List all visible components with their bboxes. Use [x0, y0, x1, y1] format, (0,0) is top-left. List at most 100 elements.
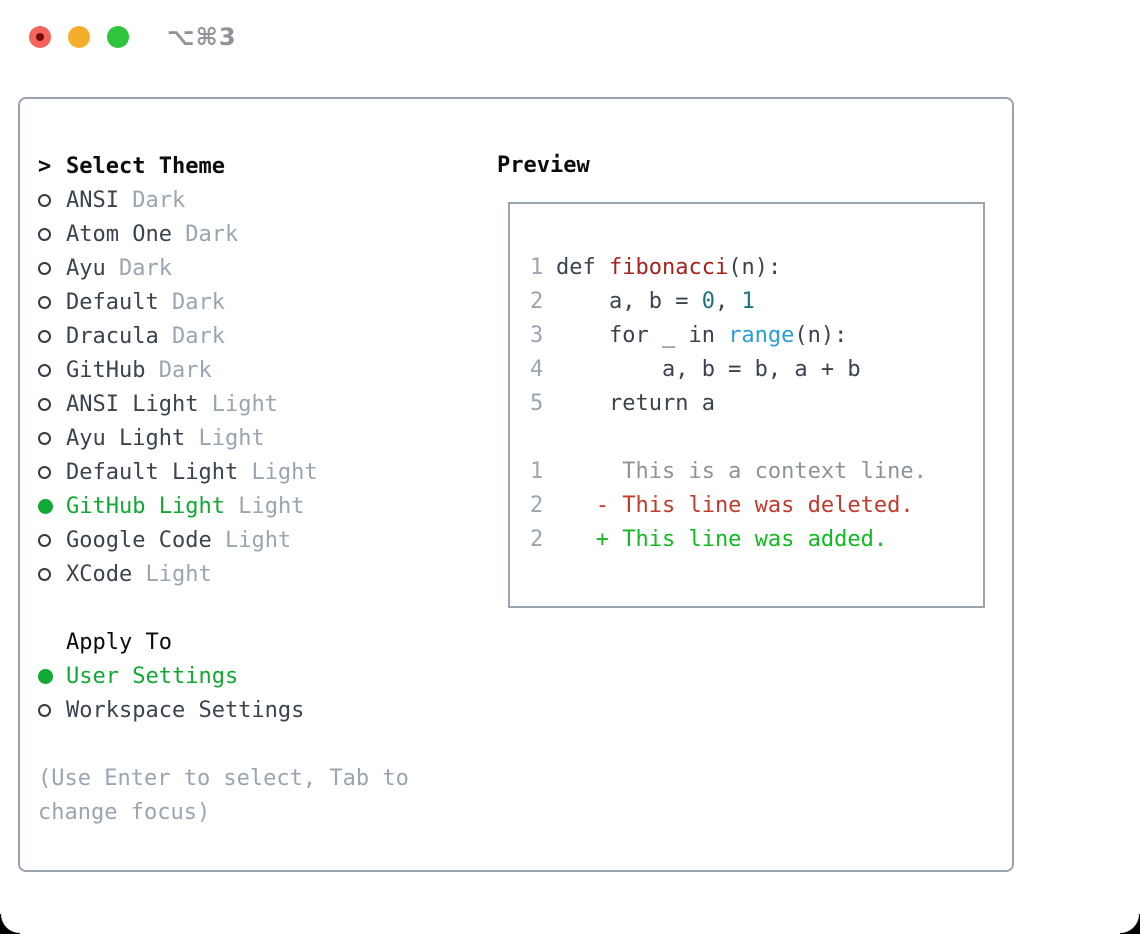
- preview-line: 1 This is a context line.: [530, 454, 927, 488]
- code-token: for _ in: [556, 322, 729, 348]
- theme-name: Default Light: [66, 459, 239, 485]
- theme-option[interactable]: Default Dark: [38, 285, 409, 319]
- code-token: - This line was deleted.: [556, 492, 914, 518]
- code-token: a, b =: [556, 288, 702, 314]
- radio-icon: [38, 703, 66, 717]
- spacer-row: [38, 591, 409, 625]
- preview-line: 1 def fibonacci(n):: [530, 250, 927, 284]
- theme-variant: Light: [224, 527, 292, 553]
- radio-icon: [38, 431, 66, 445]
- code-token: + This line was added.: [556, 526, 888, 552]
- code-token: This is a context line.: [556, 458, 927, 484]
- apply-to-option[interactable]: User Settings: [38, 659, 409, 693]
- zoom-button[interactable]: [107, 26, 129, 48]
- titlebar-traffic-lights: [29, 26, 129, 48]
- theme-variant: Dark: [119, 255, 172, 281]
- theme-name: Default: [66, 289, 159, 315]
- theme-option[interactable]: Dracula Dark: [38, 319, 409, 353]
- code-token: def: [556, 254, 609, 280]
- theme-name: GitHub Light: [66, 493, 225, 519]
- close-button[interactable]: [29, 26, 51, 48]
- theme-option[interactable]: GitHub Dark: [38, 353, 409, 387]
- code-token: (n):: [794, 322, 848, 348]
- hint-line-1: (Use Enter to select, Tab to: [38, 765, 409, 791]
- theme-name: XCode: [66, 561, 133, 587]
- radio-selected-icon: [38, 668, 66, 684]
- theme-option[interactable]: Default Light Light: [38, 455, 409, 489]
- cursor-icon-wrap: >: [38, 154, 66, 179]
- minimize-button[interactable]: [68, 26, 90, 48]
- preview-title: Preview: [497, 153, 590, 178]
- theme-name: Atom One: [66, 221, 172, 247]
- theme-variant: Dark: [132, 187, 186, 213]
- line-number: 4: [530, 356, 544, 382]
- line-number: 5: [530, 390, 544, 416]
- screenshot-corner-bottom-left: [0, 914, 20, 934]
- line-number: 2: [530, 526, 544, 552]
- radio-icon: [38, 261, 66, 275]
- theme-option[interactable]: Ayu Dark: [38, 251, 409, 285]
- theme-option[interactable]: XCode Light: [38, 557, 409, 591]
- theme-option[interactable]: Ayu Light Light: [38, 421, 409, 455]
- theme-variant: Dark: [171, 323, 225, 349]
- window-title: ⌥⌘3: [167, 23, 237, 51]
- code-token: 1: [741, 288, 755, 314]
- screenshot-corner-bottom-right: [1120, 914, 1140, 934]
- theme-name: ANSI Light: [66, 391, 199, 417]
- theme-variant: Light: [198, 425, 265, 451]
- preview-line: 2 - This line was deleted.: [530, 488, 927, 522]
- radio-icon: [38, 193, 66, 207]
- radio-icon: [38, 227, 66, 241]
- preview-line: 5 return a: [530, 386, 927, 420]
- radio-icon: [38, 363, 66, 377]
- theme-option[interactable]: Google Code Light: [38, 523, 409, 557]
- theme-name: Ayu Light: [66, 425, 186, 451]
- line-number: 3: [530, 322, 544, 348]
- radio-selected-icon: [38, 498, 66, 514]
- theme-name: Google Code: [66, 527, 212, 553]
- radio-icon: [38, 533, 66, 547]
- apply-to-header-row: Apply To: [38, 625, 409, 659]
- code-token: range: [728, 322, 795, 348]
- theme-variant: Light: [251, 459, 318, 485]
- code-token: (n):: [728, 254, 782, 280]
- apply-to-option[interactable]: Workspace Settings: [38, 693, 409, 727]
- code-token: ,: [714, 288, 742, 314]
- code-token: fibonacci: [608, 254, 729, 280]
- theme-variant: Dark: [171, 289, 225, 315]
- preview-line: 2 + This line was added.: [530, 522, 927, 556]
- theme-variant: Light: [145, 561, 212, 587]
- theme-list-header: >Select Theme: [38, 149, 409, 183]
- radio-icon: [38, 397, 66, 411]
- spacer-row: [38, 727, 409, 761]
- theme-name: GitHub: [66, 357, 146, 383]
- preview-line: 4 a, b = b, a + b: [530, 352, 927, 386]
- apply-to-title: Apply To: [66, 629, 172, 655]
- radio-icon: [38, 567, 66, 581]
- preview-line: 2 a, b = 0, 1: [530, 284, 927, 318]
- radio-icon: [38, 465, 66, 479]
- theme-option[interactable]: ANSI Light Light: [38, 387, 409, 421]
- theme-option[interactable]: ANSI Dark: [38, 183, 409, 217]
- preview-line: [530, 420, 927, 454]
- code-token: return a: [556, 390, 715, 416]
- line-number: 2: [530, 492, 544, 518]
- theme-option[interactable]: GitHub Light Light: [38, 489, 409, 523]
- line-number: 1: [530, 458, 544, 484]
- radio-icon: [38, 329, 66, 343]
- theme-option[interactable]: Atom One Dark: [38, 217, 409, 251]
- line-number: 1: [530, 254, 544, 280]
- theme-variant: Dark: [158, 357, 212, 383]
- code-token: 0: [701, 288, 715, 314]
- theme-name: Ayu: [66, 255, 106, 281]
- code-token: a, b = b, a + b: [556, 356, 861, 382]
- apply-to-label: User Settings: [66, 663, 239, 689]
- theme-variant: Light: [238, 493, 305, 519]
- theme-variant: Dark: [185, 221, 239, 247]
- theme-list-title: Select Theme: [66, 153, 225, 179]
- close-button-dot: [36, 33, 44, 41]
